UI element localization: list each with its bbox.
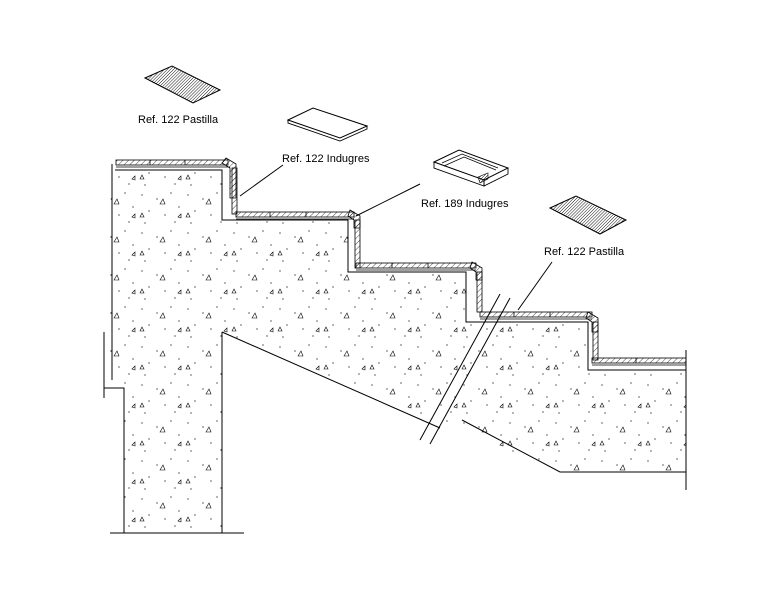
concrete-mass <box>105 170 686 533</box>
riser-tile-1 <box>231 167 238 215</box>
structure-outline <box>103 164 687 534</box>
label-ref-122-pastilla-right: Ref. 122 Pastilla <box>544 246 625 258</box>
product-indugres-step-tile <box>432 149 510 187</box>
label-ref-189-indugres: Ref. 189 Indugres <box>421 198 509 210</box>
stair-tiles <box>115 157 687 366</box>
riser-tile-3 <box>476 271 483 313</box>
tread-tile-3 <box>355 262 477 269</box>
label-ref-122-pastilla-top: Ref. 122 Pastilla <box>138 114 219 126</box>
tread-tile-4 <box>479 311 593 318</box>
leader-189-indugres <box>355 183 421 217</box>
leader-pastilla-right <box>517 261 553 311</box>
riser-tile-2 <box>354 219 361 269</box>
product-pastilla-tile-top <box>143 65 222 104</box>
leader-lines <box>239 164 553 311</box>
riser-tile-4 <box>592 321 599 361</box>
product-pastilla-tile-right <box>548 195 628 235</box>
break-line <box>419 293 511 445</box>
landing-tile <box>591 357 687 364</box>
tread-tile-2 <box>235 211 355 218</box>
product-indugres-tile <box>286 107 369 142</box>
tread-tile-1 <box>115 159 229 166</box>
label-ref-122-indugres: Ref. 122 Indugres <box>282 153 370 165</box>
leader-indugres <box>239 164 284 197</box>
